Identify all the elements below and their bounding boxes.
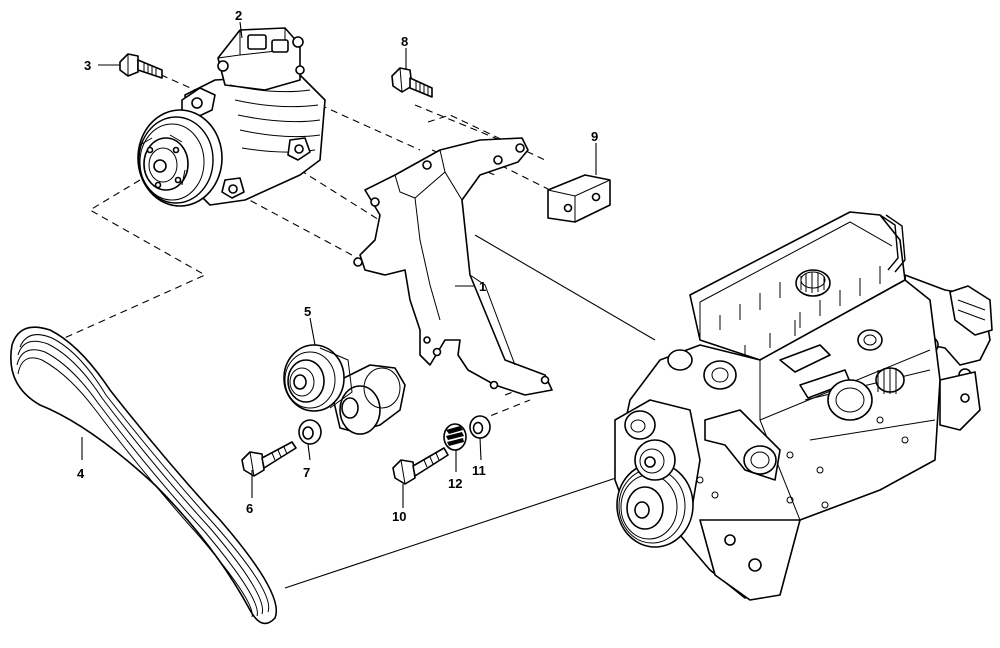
callout-3: 3 bbox=[84, 58, 91, 73]
callout-10: 10 bbox=[392, 509, 406, 524]
spacer-block bbox=[547, 174, 611, 223]
engine-connection-lines bbox=[284, 234, 656, 589]
spring bbox=[443, 423, 467, 451]
bolt-10 bbox=[392, 447, 449, 485]
bracket bbox=[353, 137, 553, 396]
callout-leaders bbox=[81, 21, 597, 508]
bolt-3 bbox=[119, 53, 163, 79]
callout-4: 4 bbox=[77, 466, 85, 481]
callout-12: 12 bbox=[448, 476, 462, 491]
callout-7: 7 bbox=[303, 465, 310, 480]
belt-tensioner bbox=[283, 344, 406, 435]
washer-7 bbox=[298, 419, 322, 445]
washer-11 bbox=[469, 415, 491, 439]
ac-compressor bbox=[137, 27, 326, 207]
callout-2: 2 bbox=[235, 8, 242, 23]
callout-labels: 2 3 8 9 1 5 4 7 6 10 12 11 bbox=[77, 8, 598, 524]
bolt-8 bbox=[391, 67, 433, 98]
callout-11: 11 bbox=[472, 463, 486, 478]
callout-9: 9 bbox=[591, 129, 598, 144]
bolt-6 bbox=[241, 441, 297, 477]
poly-v-belt bbox=[10, 326, 277, 625]
engine bbox=[614, 211, 993, 601]
callout-5: 5 bbox=[304, 304, 311, 319]
callout-8: 8 bbox=[401, 34, 408, 49]
callout-6: 6 bbox=[246, 501, 253, 516]
callout-1: 1 bbox=[479, 279, 486, 294]
